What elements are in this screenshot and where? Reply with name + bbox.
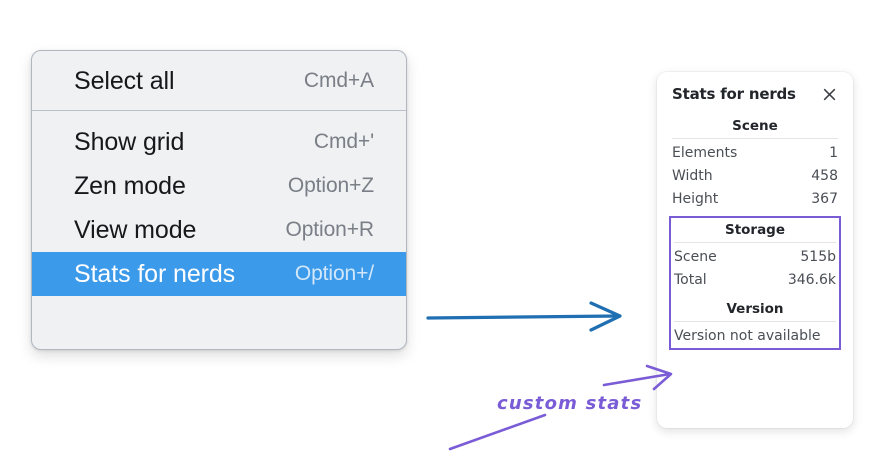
section-rule [674, 242, 836, 243]
menu-separator [32, 110, 406, 111]
menu-item-shortcut: Option+R [285, 218, 374, 241]
canvas-context-menu[interactable]: Select all Cmd+A Show grid Cmd+' Zen mod… [31, 50, 407, 350]
arrow-right-icon [426, 301, 622, 332]
stats-row-storage-total: Total 346.6k [674, 269, 836, 292]
stats-row-value: 367 [811, 191, 838, 207]
menu-item-label: Zen mode [74, 171, 186, 200]
stats-row-elements: Elements 1 [672, 142, 838, 165]
annotation-label: custom stats [497, 393, 643, 414]
annotation-underline-stroke [448, 413, 547, 451]
stats-row-value: 1 [829, 145, 838, 161]
stats-for-nerds-panel[interactable]: Stats for nerds Scene Elements 1 Width 4… [657, 72, 853, 428]
stats-row-label: Height [672, 191, 719, 207]
stats-row-value: 458 [811, 168, 838, 184]
stats-section-scene: Scene Elements 1 Width 458 Height 367 [672, 117, 838, 211]
menu-item-zen-mode[interactable]: Zen mode Option+Z [32, 164, 406, 208]
stats-version-value: Version not available [674, 328, 821, 344]
stats-row-label: Width [672, 168, 713, 184]
stats-panel-title: Stats for nerds [672, 85, 796, 103]
menu-item-label: View mode [74, 215, 197, 244]
menu-item-label: Select all [74, 66, 175, 95]
stats-section-version: Version Version not available [674, 292, 836, 346]
stats-row-width: Width 458 [672, 165, 838, 188]
section-heading: Scene [732, 118, 778, 134]
stats-panel-header: Stats for nerds [672, 85, 838, 103]
section-heading: Storage [724, 222, 786, 238]
close-icon[interactable] [820, 85, 838, 103]
section-heading: Version [726, 301, 784, 317]
menu-item-stats-for-nerds[interactable]: Stats for nerds Option+/ [32, 252, 406, 296]
section-rule [674, 321, 836, 322]
menu-item-label: Show grid [74, 127, 185, 156]
menu-item-shortcut: Cmd+A [303, 69, 374, 92]
stats-row-value: 346.6k [787, 272, 836, 288]
menu-group-bottom: Show grid Cmd+' Zen mode Option+Z View m… [32, 111, 406, 309]
menu-item-select-all[interactable]: Select all Cmd+A [32, 59, 406, 103]
stats-row-storage-scene: Scene 515b [674, 246, 836, 269]
menu-item-show-grid[interactable]: Show grid Cmd+' [32, 120, 406, 164]
stats-row-height: Height 367 [672, 188, 838, 211]
section-rule [672, 138, 838, 139]
stats-section-storage: Storage Scene 515b Total 346.6k [674, 221, 836, 292]
menu-item-shortcut: Cmd+' [313, 130, 374, 153]
stats-row-label: Elements [672, 145, 738, 161]
menu-group-top: Select all Cmd+A [32, 51, 406, 110]
menu-item-shortcut: Option+Z [287, 174, 374, 197]
stats-row-label: Scene [674, 249, 717, 265]
stats-row-label: Total [674, 272, 707, 288]
custom-stats-highlight-box: Storage Scene 515b Total 346.6k Version … [669, 216, 841, 350]
stats-row-value: 515b [800, 249, 836, 265]
menu-item-shortcut: Option+/ [294, 262, 374, 285]
menu-item-view-mode[interactable]: View mode Option+R [32, 208, 406, 252]
menu-item-label: Stats for nerds [74, 259, 236, 288]
